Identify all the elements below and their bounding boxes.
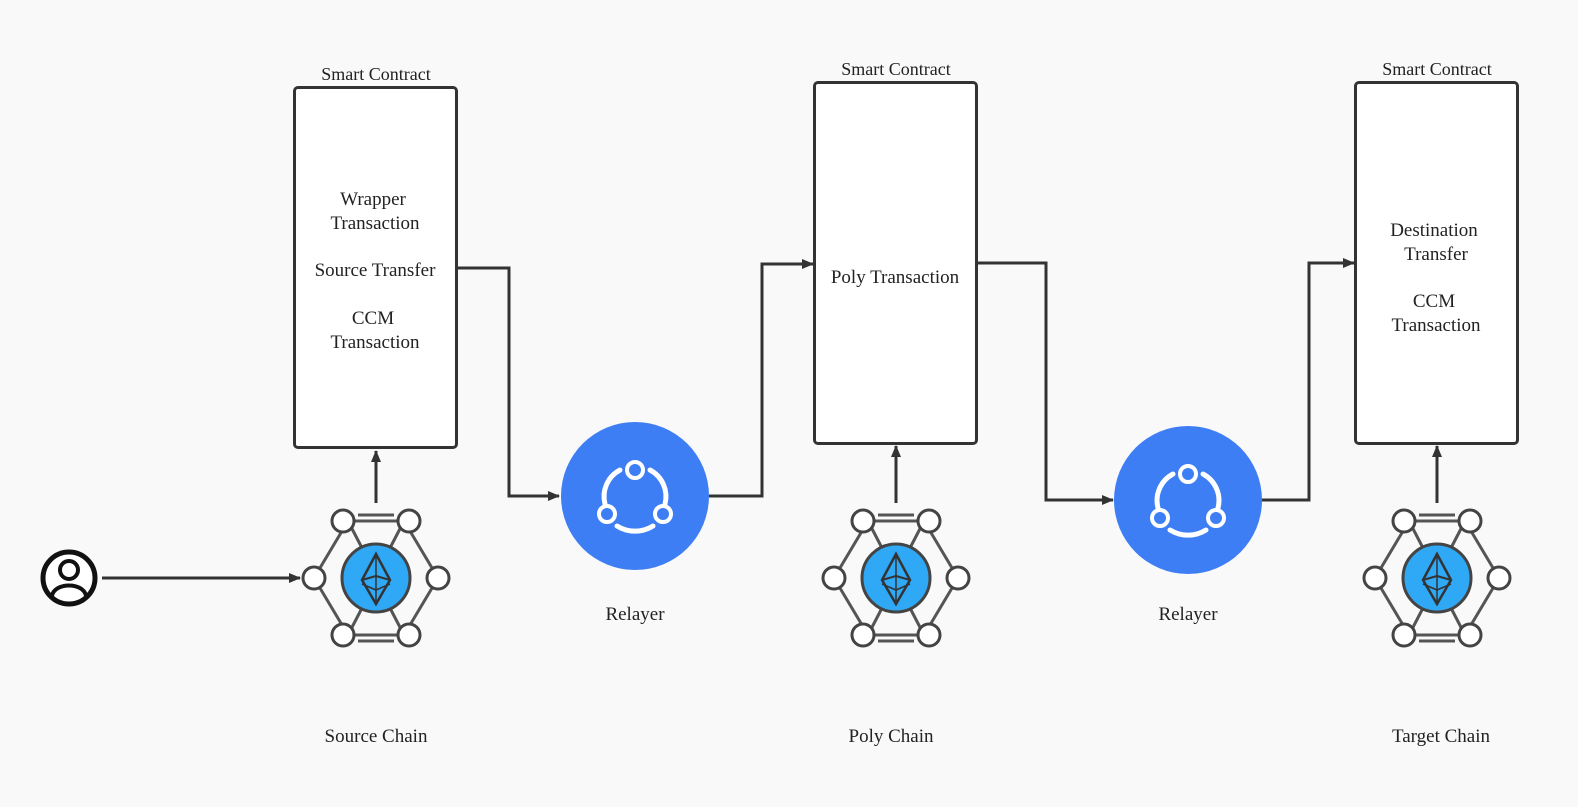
contract-text: Destination	[1390, 220, 1478, 241]
poly-contract-box	[813, 81, 978, 445]
contract-text: CCM	[1412, 291, 1456, 312]
target-contract-box	[1354, 81, 1519, 445]
user-icon	[40, 549, 98, 607]
contract-title-source: Smart Contract	[321, 64, 431, 84]
relayer-icon	[1114, 426, 1262, 574]
contract-text: Transaction	[330, 213, 420, 234]
ethereum-network-icon	[301, 508, 451, 648]
contract-title-target: Smart Contract	[1382, 59, 1492, 79]
arrow-poly-contract-to-relayer	[977, 261, 1114, 505]
relayer-icon	[561, 422, 709, 570]
relayer-label: Relayer	[605, 604, 665, 625]
relayer-label: Relayer	[1158, 604, 1218, 625]
contract-text: CCM	[351, 308, 395, 329]
contract-text: Source Transfer	[314, 260, 436, 281]
source-contract-box	[293, 86, 458, 449]
arrow-source-contract-to-relayer	[458, 266, 560, 501]
contract-text: Transfer	[1404, 244, 1468, 265]
contract-title-poly: Smart Contract	[841, 59, 951, 79]
ethereum-network-icon	[821, 508, 971, 648]
poly-chain-label: Poly Chain	[848, 726, 934, 747]
ethereum-network-icon	[1362, 508, 1512, 648]
contract-text: Wrapper	[340, 189, 406, 210]
source-chain-label: Source Chain	[324, 726, 428, 747]
contract-text: Transaction	[1391, 315, 1481, 336]
target-chain-label: Target Chain	[1391, 726, 1491, 747]
contract-text: Poly Transaction	[830, 267, 960, 288]
arrow-relayer-to-target-contract	[1262, 258, 1355, 502]
arrow-relayer-to-poly-contract	[709, 259, 814, 498]
contract-text: Transaction	[330, 332, 420, 353]
